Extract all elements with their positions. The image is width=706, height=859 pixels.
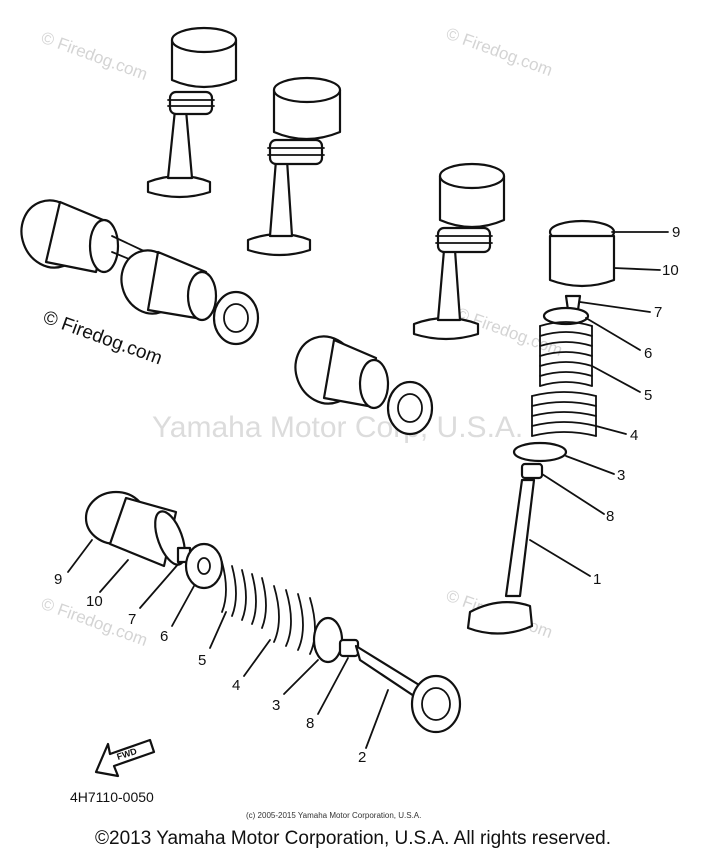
valve-assembly-left-2 [120, 249, 260, 346]
spring-seat-3-right [512, 441, 568, 463]
retainer-6-bottom [184, 542, 224, 590]
label-5-right: 5 [644, 387, 652, 404]
label-9-bottom: 9 [54, 571, 62, 588]
label-7-bottom: 7 [128, 611, 136, 628]
valve-exploded-bottom [84, 490, 462, 734]
label-1-right: 1 [593, 571, 601, 588]
valve-assembly-middle [294, 335, 434, 436]
fwd-arrow-icon: FWD [94, 738, 156, 778]
label-10-bottom: 10 [86, 593, 103, 610]
stem-seal-8-bottom [338, 638, 360, 658]
label-5-bottom: 5 [198, 652, 206, 669]
part-code: 4H7110-0050 [70, 789, 154, 805]
label-8-bottom: 8 [306, 715, 314, 732]
valve-head-2-bottom [410, 674, 462, 734]
label-4-bottom: 4 [232, 677, 240, 694]
valve-assembly-top-3 [412, 162, 506, 341]
valve-1-right [504, 478, 536, 598]
valve-assembly-top-1 [146, 26, 238, 199]
valve-assembly-left-1 [20, 199, 147, 274]
label-9-right: 9 [672, 224, 680, 241]
label-2-bottom: 2 [358, 749, 366, 766]
label-4-right: 4 [630, 427, 638, 444]
watermark-firedog-top-left: © Firedog.com [39, 28, 150, 84]
stem-seal-8-right [520, 462, 544, 480]
right-labels: 9 10 7 6 5 4 3 8 1 [529, 224, 680, 588]
label-6-right: 6 [644, 345, 652, 362]
label-3-right: 3 [617, 467, 625, 484]
watermark-firedog-left: © Firedog.com [40, 307, 165, 369]
credit-line: (c) 2005-2015 Yamaha Motor Corporation, … [246, 811, 421, 820]
copyright-notice: ©2013 Yamaha Motor Corporation, U.S.A. A… [95, 828, 611, 849]
label-6-bottom: 6 [160, 628, 168, 645]
valve-springs-right [531, 321, 597, 437]
bottom-labels: 9 10 7 6 5 4 3 8 2 [54, 539, 389, 766]
lifter-10-right [548, 234, 616, 288]
valve-assembly-top-2 [246, 76, 342, 257]
watermark-firedog-top-right: © Firedog.com [444, 24, 555, 80]
watermark-yamaha: Yamaha Motor Corp, U.S.A. [152, 411, 523, 444]
spring-seat-3-bottom [312, 616, 344, 664]
label-8-right: 8 [606, 508, 614, 525]
label-7-right: 7 [654, 304, 662, 321]
label-10-right: 10 [662, 262, 679, 279]
label-3-bottom: 3 [272, 697, 280, 714]
retainer-6-right [542, 306, 590, 326]
valve-exploded-right [466, 219, 616, 635]
